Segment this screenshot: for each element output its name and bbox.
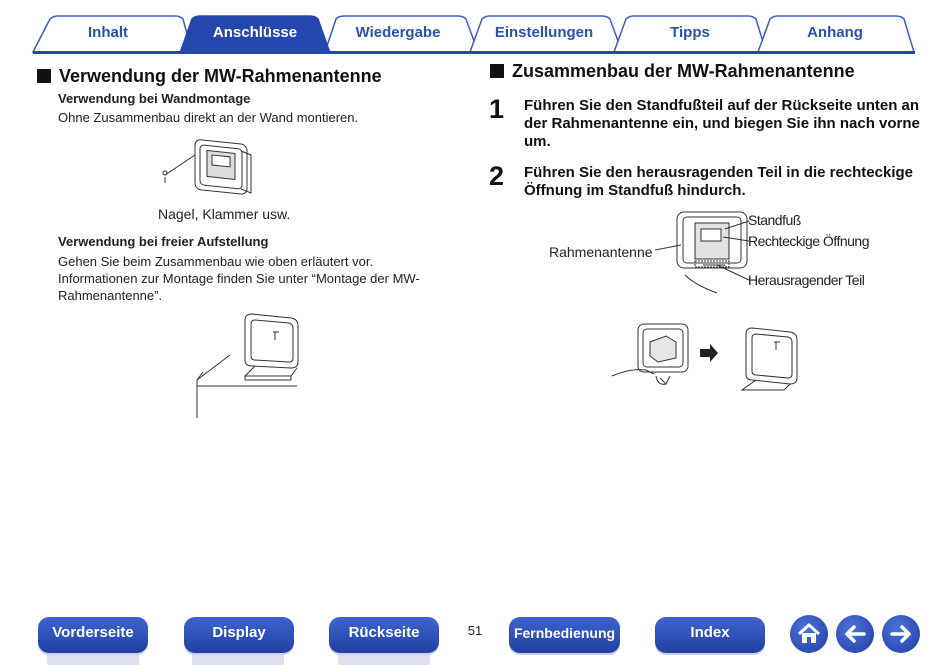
wall-mount-antenna-figure [162, 139, 252, 195]
wall-mount-subheading: Verwendung bei Wandmontage [58, 91, 251, 106]
rueckseite-button[interactable]: Rückseite [329, 617, 439, 653]
step-2-line1: Führen Sie den herausragenden Teil in di… [524, 164, 913, 181]
step-number-1: 1 [489, 94, 505, 124]
step-2-line2: Öffnung im Standfuß hindurch. [524, 182, 746, 199]
tab-bar-frame [31, 15, 916, 54]
callout-herausragender-teil: Herausragender Teil [748, 272, 865, 288]
nav-shadow [338, 650, 430, 665]
tab-inhalt[interactable]: Inhalt [88, 24, 128, 41]
step-1-line1: Führen Sie den Standfußteil auf der Rück… [524, 97, 920, 114]
wall-mount-text: Ohne Zusammenbau direkt an der Wand mont… [58, 110, 359, 125]
right-section-heading: Zusammenbau der MW-Rahmenantenne [490, 61, 855, 82]
bullet-square-icon [490, 64, 504, 78]
home-button[interactable] [790, 615, 828, 653]
free-standing-text-line2: Informationen zur Montage finden Sie unt… [58, 271, 420, 286]
tab-wiedergabe[interactable]: Wiedergabe [355, 24, 441, 41]
tab-bar: Inhalt Anschlüsse Wiedergabe Einstellung… [0, 0, 950, 56]
wall-mount-caption: Nagel, Klammer usw. [158, 206, 291, 222]
fernbedienung-button[interactable]: Fernbedienung [509, 617, 620, 653]
nav-shadow [192, 650, 284, 665]
index-button[interactable]: Index [655, 617, 765, 653]
step-1-line3: um. [524, 133, 551, 150]
stand-assembly-figure [655, 211, 750, 294]
home-icon [797, 623, 821, 643]
back-button[interactable] [836, 615, 874, 653]
free-standing-text-line1: Gehen Sie beim Zusammenbau wie oben erlä… [58, 254, 374, 269]
step-1-line2: der Rahmenantenne ein, und biegen Sie ih… [524, 115, 920, 132]
left-heading-text: Verwendung der MW-Rahmenantenne [59, 66, 382, 86]
forward-button[interactable] [882, 615, 920, 653]
tab-anhang[interactable]: Anhang [807, 24, 863, 41]
left-section-heading: Verwendung der MW-Rahmenantenne [37, 66, 382, 87]
callout-standfuss: Standfuß [748, 212, 801, 228]
back-arrow-icon [845, 625, 866, 643]
right-heading-text: Zusammenbau der MW-Rahmenantenne [512, 61, 855, 81]
forward-arrow-icon [890, 625, 911, 643]
callout-rechteckige-oeffnung: Rechteckige Öffnung [748, 233, 870, 249]
assembly-sequence-figure [611, 323, 798, 391]
tab-einstellungen[interactable]: Einstellungen [494, 24, 594, 41]
callout-rahmenantenne: Rahmenantenne [549, 244, 653, 260]
display-button[interactable]: Display [184, 617, 294, 653]
free-standing-subheading: Verwendung bei freier Aufstellung [58, 234, 269, 249]
free-standing-text-line3: Rahmenantenne”. [58, 288, 163, 303]
bullet-square-icon [37, 69, 51, 83]
page-number: 51 [467, 623, 483, 638]
step-number-2: 2 [489, 161, 505, 191]
tab-tipps[interactable]: Tipps [670, 24, 710, 41]
tab-anschluesse[interactable]: Anschlüsse [212, 24, 298, 41]
vorderseite-button[interactable]: Vorderseite [38, 617, 148, 653]
nav-shadow [47, 650, 139, 665]
free-standing-antenna-figure [196, 313, 299, 418]
right-arrow-icon [700, 344, 718, 362]
